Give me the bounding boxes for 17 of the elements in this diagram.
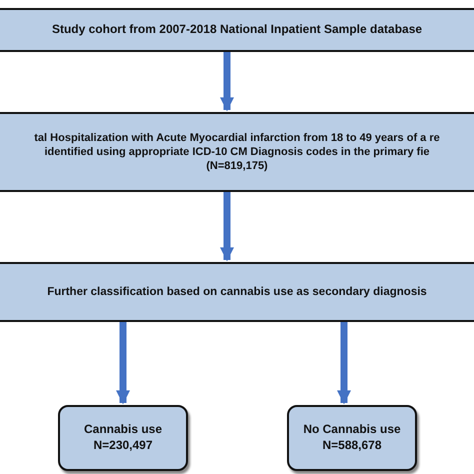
node-text: Further classification based on cannabis use as secondary diagnosis xyxy=(47,284,427,300)
node-text: Study cohort from 2007-2018 National Inpatient Sample database xyxy=(52,22,422,38)
arrow xyxy=(337,322,351,404)
arrow xyxy=(220,192,234,262)
node-text: tal Hospitalization with Acute Myocardial infarction from 18 to 49 years of a re identified using appropriate ICD-10 CM Diagnosis codes in the primary fie xyxy=(33,130,441,160)
node-text: (N=819,175) xyxy=(206,159,268,174)
process-band xyxy=(0,262,474,322)
node-text: N=588,678 xyxy=(322,438,382,454)
node-text: Cannabis use xyxy=(84,422,162,438)
node-text: N=230,497 xyxy=(93,438,153,454)
result-box xyxy=(58,405,188,471)
result-box xyxy=(287,405,417,471)
arrow xyxy=(116,322,130,404)
process-band xyxy=(0,8,474,52)
process-band xyxy=(0,112,474,192)
arrow xyxy=(220,52,234,112)
node-text: No Cannabis use xyxy=(303,422,401,438)
